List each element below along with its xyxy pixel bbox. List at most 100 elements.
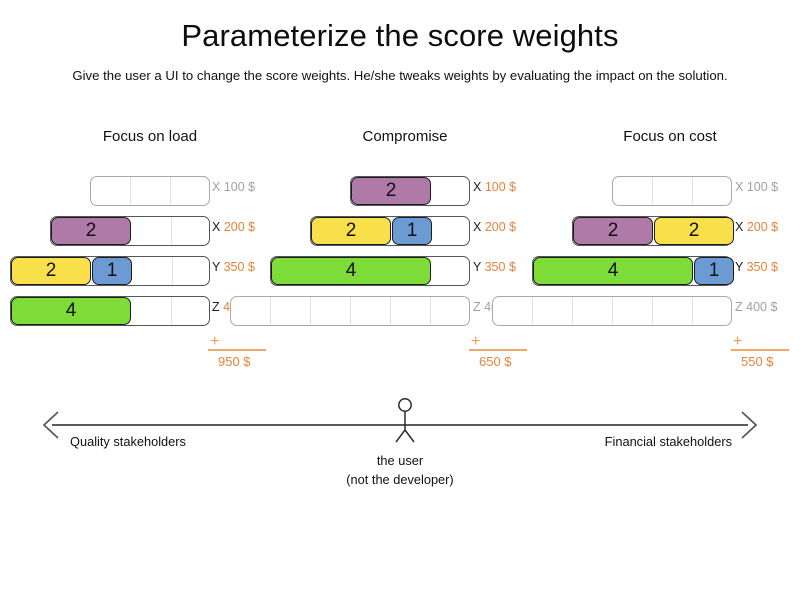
weight-empty-cell[interactable]	[432, 177, 472, 205]
weight-empty-cell[interactable]	[653, 297, 693, 325]
column-title: Focus on cost	[623, 128, 717, 145]
weight-empty-cell[interactable]	[133, 257, 173, 285]
arrow-right-icon	[740, 411, 758, 439]
total-plus-sign: +	[210, 333, 220, 350]
axis-label-quality: Quality stakeholders	[70, 434, 186, 449]
weight-row-label: X 100 $	[735, 180, 778, 194]
weight-row: X 100 $	[540, 170, 800, 210]
weight-row: Z 400 $	[492, 290, 800, 330]
column-title: Focus on load	[102, 128, 198, 145]
weight-row-list: 2X 100 $21X 200 $4Y 350 $Z 400 $	[230, 170, 535, 330]
weight-row-label: Y 350 $	[473, 260, 516, 274]
total-plus-sign: +	[733, 333, 743, 350]
weight-empty-cell[interactable]	[693, 177, 733, 205]
weight-empty-cell[interactable]	[231, 297, 271, 325]
row-price: 100 $	[223, 180, 256, 194]
weight-row-label: X 100 $	[212, 180, 255, 194]
weight-track[interactable]	[492, 296, 732, 326]
weight-empty-cell[interactable]	[351, 297, 391, 325]
row-tag: Y	[212, 260, 221, 274]
weight-empty-cell[interactable]	[613, 177, 653, 205]
weight-track[interactable]	[90, 176, 210, 206]
weight-block-blue[interactable]: 1	[392, 217, 432, 245]
weight-track[interactable]	[230, 296, 470, 326]
row-tag: X	[735, 180, 744, 194]
row-price: 100 $	[746, 180, 779, 194]
weight-empty-cell[interactable]	[433, 217, 473, 245]
weight-empty-cell[interactable]	[653, 177, 693, 205]
row-tag: X	[735, 220, 744, 234]
weight-empty-cell[interactable]	[311, 297, 351, 325]
total-value: 950 $	[218, 354, 251, 369]
arrow-left-icon	[42, 411, 60, 439]
total-plus-sign: +	[471, 333, 481, 350]
weight-block-yellow[interactable]: 2	[654, 217, 734, 245]
column-title: Compromise	[362, 128, 448, 145]
weight-empty-cell[interactable]	[432, 257, 472, 285]
weight-track[interactable]: 2	[350, 176, 470, 206]
weight-empty-cell[interactable]	[91, 177, 131, 205]
weight-block-purple[interactable]: 2	[351, 177, 431, 205]
weight-empty-cell[interactable]	[172, 297, 212, 325]
weight-empty-cell[interactable]	[391, 297, 431, 325]
user-figure-caption: the user (not the developer)	[0, 451, 800, 489]
weight-track[interactable]: 4	[10, 296, 210, 326]
weight-empty-cell[interactable]	[693, 297, 733, 325]
weight-block-yellow[interactable]: 2	[311, 217, 391, 245]
weight-track-wrapper	[612, 176, 732, 206]
weight-block-yellow[interactable]: 2	[11, 257, 91, 285]
weight-track[interactable]: 4	[270, 256, 470, 286]
weight-block-green[interactable]: 4	[11, 297, 131, 325]
user-caption-line-2: (not the developer)	[346, 472, 454, 487]
row-tag: Y	[473, 260, 482, 274]
weight-empty-cell[interactable]	[132, 297, 172, 325]
weight-empty-cell[interactable]	[613, 297, 653, 325]
row-tag: Z	[212, 300, 220, 314]
weight-track[interactable]: 2	[50, 216, 210, 246]
weight-track-wrapper: 4	[10, 296, 210, 326]
weight-empty-cell[interactable]	[132, 217, 172, 245]
weight-empty-cell[interactable]	[173, 257, 213, 285]
weight-row-label: X 200 $	[473, 220, 516, 234]
weight-empty-cell[interactable]	[172, 217, 212, 245]
weight-block-green[interactable]: 4	[533, 257, 693, 285]
weight-row: X 100 $	[20, 170, 280, 210]
weight-block-purple[interactable]: 2	[573, 217, 653, 245]
weight-empty-cell[interactable]	[573, 297, 613, 325]
weight-row-label: X 200 $	[212, 220, 255, 234]
weight-block-green[interactable]: 4	[271, 257, 431, 285]
weight-block-blue[interactable]: 1	[92, 257, 132, 285]
weight-row: 2 X 200 $	[20, 210, 280, 250]
axis-label-financial: Financial stakeholders	[604, 434, 732, 449]
total-rule	[208, 349, 266, 351]
row-tag: Y	[735, 260, 744, 274]
weight-empty-cell[interactable]	[271, 297, 311, 325]
weight-empty-cell[interactable]	[171, 177, 211, 205]
weight-empty-cell[interactable]	[131, 177, 171, 205]
weight-block-purple[interactable]: 2	[51, 217, 131, 245]
page-subtitle: Give the user a UI to change the score w…	[72, 68, 728, 83]
weight-row-label: X 100 $	[473, 180, 516, 194]
weight-track[interactable]	[612, 176, 732, 206]
weight-empty-cell[interactable]	[493, 297, 533, 325]
row-tag: X	[473, 220, 482, 234]
weight-row-label: Z 400 $	[735, 300, 777, 314]
weight-block-blue[interactable]: 1	[694, 257, 734, 285]
weight-empty-cell[interactable]	[431, 297, 471, 325]
user-caption-line-1: the user	[376, 453, 424, 468]
row-price: 350 $	[746, 260, 778, 274]
row-price: 100 $	[484, 180, 517, 194]
weight-empty-cell[interactable]	[533, 297, 573, 325]
